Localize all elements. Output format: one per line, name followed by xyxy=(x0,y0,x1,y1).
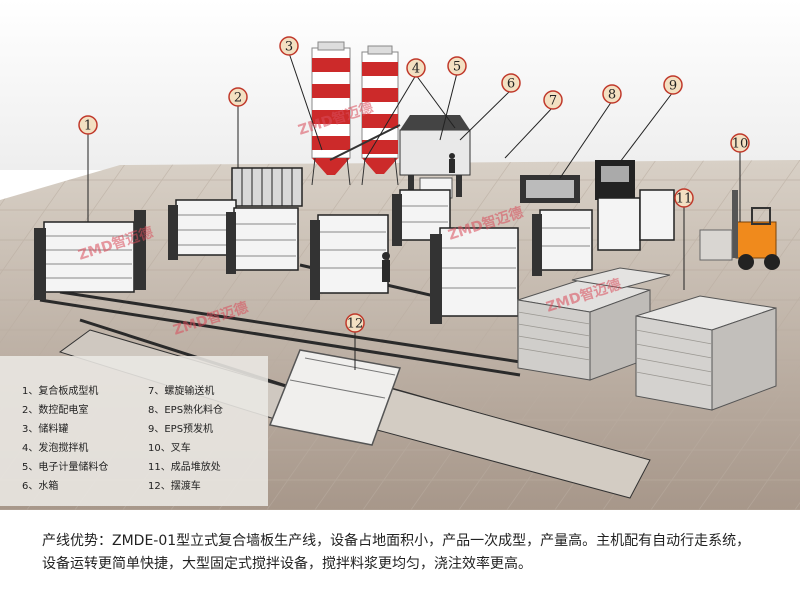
callout-4: 4 xyxy=(407,59,425,77)
legend: 1、复合板成型机 2、数控配电室 3、储料罐 4、发泡搅拌机 5、电子计量储料仓 6、水箱… xyxy=(0,356,268,506)
callout-number: 5 xyxy=(453,60,461,75)
legend-item: 4、发泡搅拌机 xyxy=(22,439,88,454)
legend-item: 6、水箱 xyxy=(22,477,58,492)
legend-item: 3、储料罐 xyxy=(22,420,68,435)
callout-number: 12 xyxy=(347,317,364,332)
callout-number: 3 xyxy=(285,40,293,55)
callout-number: 11 xyxy=(676,192,693,207)
legend-item: 12、摆渡车 xyxy=(148,477,201,492)
callout-10: 10 xyxy=(731,134,749,152)
legend-item: 1、复合板成型机 xyxy=(22,382,98,397)
callout-1: 1 xyxy=(79,116,97,134)
callout-11: 11 xyxy=(675,189,693,207)
callout-7: 7 xyxy=(544,91,562,109)
callout-number: 10 xyxy=(732,137,749,152)
callout-number: 7 xyxy=(549,94,557,109)
callout-2: 2 xyxy=(229,88,247,106)
legend-item: 5、电子计量储料仓 xyxy=(22,458,108,473)
control-room xyxy=(232,168,302,206)
callout-12: 12 xyxy=(346,314,364,332)
legend-item: 11、成品堆放处 xyxy=(148,458,221,473)
callout-number: 9 xyxy=(669,79,677,94)
callout-number: 1 xyxy=(84,119,92,134)
callout-8: 8 xyxy=(603,85,621,103)
callout-5: 5 xyxy=(448,57,466,75)
callout-9: 9 xyxy=(664,76,682,94)
callout-number: 6 xyxy=(507,77,515,92)
callout-3: 3 xyxy=(280,37,298,55)
legend-item: 2、数控配电室 xyxy=(22,401,88,416)
callout-6: 6 xyxy=(502,74,520,92)
caption: 产线优势：ZMDE-01型立式复合墙板生产线，设备占地面积小，产品一次成型，产量… xyxy=(42,530,762,576)
callout-number: 2 xyxy=(234,91,242,106)
legend-item: 9、EPS预发机 xyxy=(148,420,213,435)
legend-item: 7、螺旋输送机 xyxy=(148,382,214,397)
callout-number: 8 xyxy=(608,88,616,103)
legend-item: 10、叉车 xyxy=(148,439,191,454)
legend-item: 8、EPS熟化料仓 xyxy=(148,401,223,416)
callout-number: 4 xyxy=(412,62,420,77)
